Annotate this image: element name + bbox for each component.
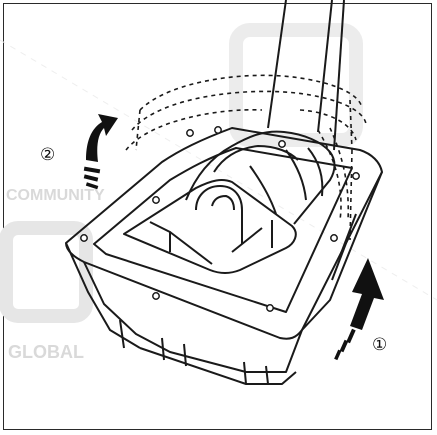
step-1-label: ① <box>372 335 387 355</box>
handle-rods <box>267 0 345 151</box>
tray-side-right <box>301 171 383 331</box>
illustration-frame <box>3 3 432 430</box>
watermark-community-text: COMMUNITY <box>6 187 105 204</box>
step-1-arrow <box>334 258 384 361</box>
tray-side-bottom <box>83 261 303 373</box>
tray-side-left <box>65 242 141 349</box>
watermark-diagonal <box>0 39 437 301</box>
step-2-label: ② <box>40 145 55 165</box>
step-2-badge: ② <box>40 145 55 165</box>
watermark-logo-left <box>0 221 93 323</box>
watermark-global-text: GLOBAL <box>8 342 84 362</box>
filter-tray <box>65 127 383 385</box>
screw-holes <box>80 126 360 312</box>
step-2-arrow <box>83 114 118 190</box>
tray-rim-outer <box>65 127 383 340</box>
tray-rim-inner <box>93 147 353 313</box>
filter-basket <box>123 130 336 274</box>
step-1-badge: ① <box>372 335 387 355</box>
